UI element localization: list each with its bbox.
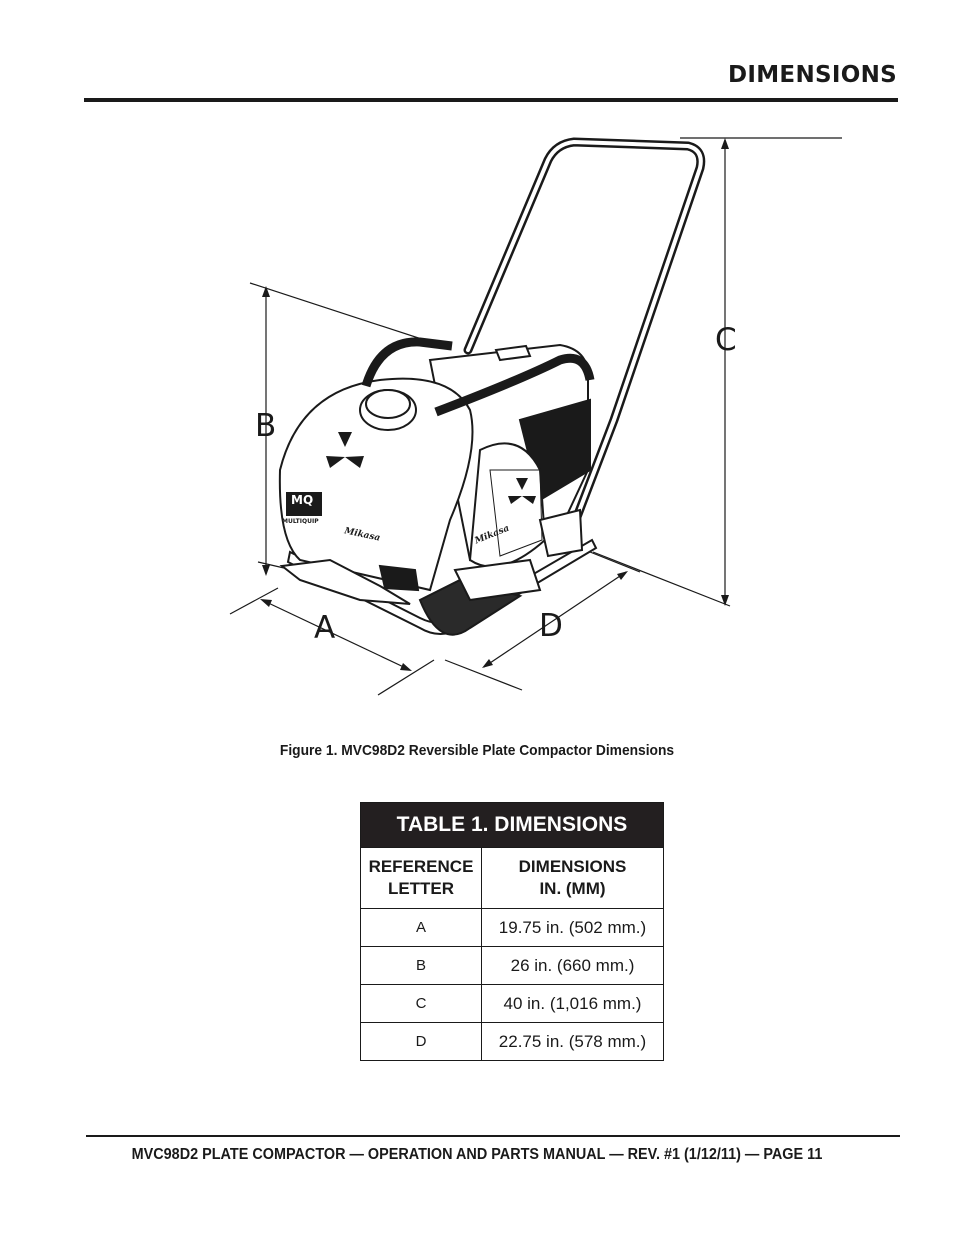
front-bumper <box>279 558 411 605</box>
dimension-value-cell: 19.75 in. (502 mm.) <box>481 908 664 947</box>
dim-a-extension-left <box>229 587 279 615</box>
mq-logo-subtext: MULTIQUIP <box>282 518 319 525</box>
dim-d-line <box>483 571 627 668</box>
arrowhead <box>400 663 412 671</box>
table-row: D 22.75 in. (578 mm.) <box>360 1022 664 1061</box>
arrowhead <box>262 565 270 576</box>
table-row: A 19.75 in. (502 mm.) <box>360 908 664 947</box>
header-line: LETTER <box>387 879 455 898</box>
table-title: TABLE 1. DIMENSIONS <box>360 802 664 848</box>
dim-b-extension-top <box>249 282 441 346</box>
water-tank <box>278 377 474 592</box>
arrowhead <box>262 286 270 297</box>
dimension-value-cell: 40 in. (1,016 mm.) <box>481 984 664 1023</box>
dimension-letter-b: B <box>255 408 277 444</box>
arrowhead <box>482 659 493 668</box>
header-line: REFERENCE <box>368 857 474 876</box>
reference-letter-cell: D <box>360 1022 482 1061</box>
dim-b-extension-bottom <box>257 561 285 569</box>
dimension-value-cell: 26 in. (660 mm.) <box>481 946 664 985</box>
figure-caption: Figure 1. MVC98D2 Reversible Plate Compa… <box>279 742 675 759</box>
section-title: DIMENSIONS <box>728 62 897 88</box>
dim-a-line <box>261 599 411 671</box>
fuel-cap <box>494 344 532 362</box>
headlight-block <box>378 564 420 592</box>
dimension-letter-d: D <box>539 608 563 644</box>
mq-logo-mark <box>286 492 322 516</box>
reference-letter-cell: A <box>360 908 482 947</box>
arrowhead <box>617 571 628 580</box>
compactor-figure: MQ MULTIQUIP Mikasa Mikasa A B C D <box>0 120 954 720</box>
page-footer: MVC98D2 PLATE COMPACTOR — OPERATION AND … <box>131 1146 823 1163</box>
reference-letter-cell: B <box>360 946 482 985</box>
top-rule <box>84 98 898 102</box>
table-row: C 40 in. (1,016 mm.) <box>360 984 664 1023</box>
dim-a-extension-right <box>377 659 435 696</box>
dim-d-extension-left <box>444 659 523 691</box>
table-header-row: REFERENCE LETTER DIMENSIONS IN. (MM) <box>360 847 664 909</box>
dimension-letter-c: C <box>715 322 737 358</box>
bottom-rule <box>86 1135 900 1137</box>
arrowhead <box>260 599 272 607</box>
arrowhead <box>721 595 729 606</box>
dimensions-table: TABLE 1. DIMENSIONS REFERENCE LETTER DIM… <box>360 802 664 1061</box>
column-header-reference-letter: REFERENCE LETTER <box>360 847 482 909</box>
belt-cover <box>468 442 547 568</box>
mq-logo-text: MQ <box>291 493 314 507</box>
arrowhead <box>721 138 729 149</box>
trefoil-symbol <box>508 478 536 504</box>
table-row: B 26 in. (660 mm.) <box>360 946 664 985</box>
header-line: IN. (MM) <box>539 879 606 898</box>
compactor-illustration <box>229 137 842 696</box>
dim-d-extension-right <box>589 551 641 573</box>
trefoil-symbol <box>326 432 364 468</box>
reference-letter-cell: C <box>360 984 482 1023</box>
dimension-value-cell: 22.75 in. (578 mm.) <box>481 1022 664 1061</box>
column-header-dimensions: DIMENSIONS IN. (MM) <box>481 847 664 909</box>
dim-c-extension-bottom <box>592 551 731 607</box>
header-line: DIMENSIONS <box>518 857 627 876</box>
dimension-letter-a: A <box>314 610 336 646</box>
